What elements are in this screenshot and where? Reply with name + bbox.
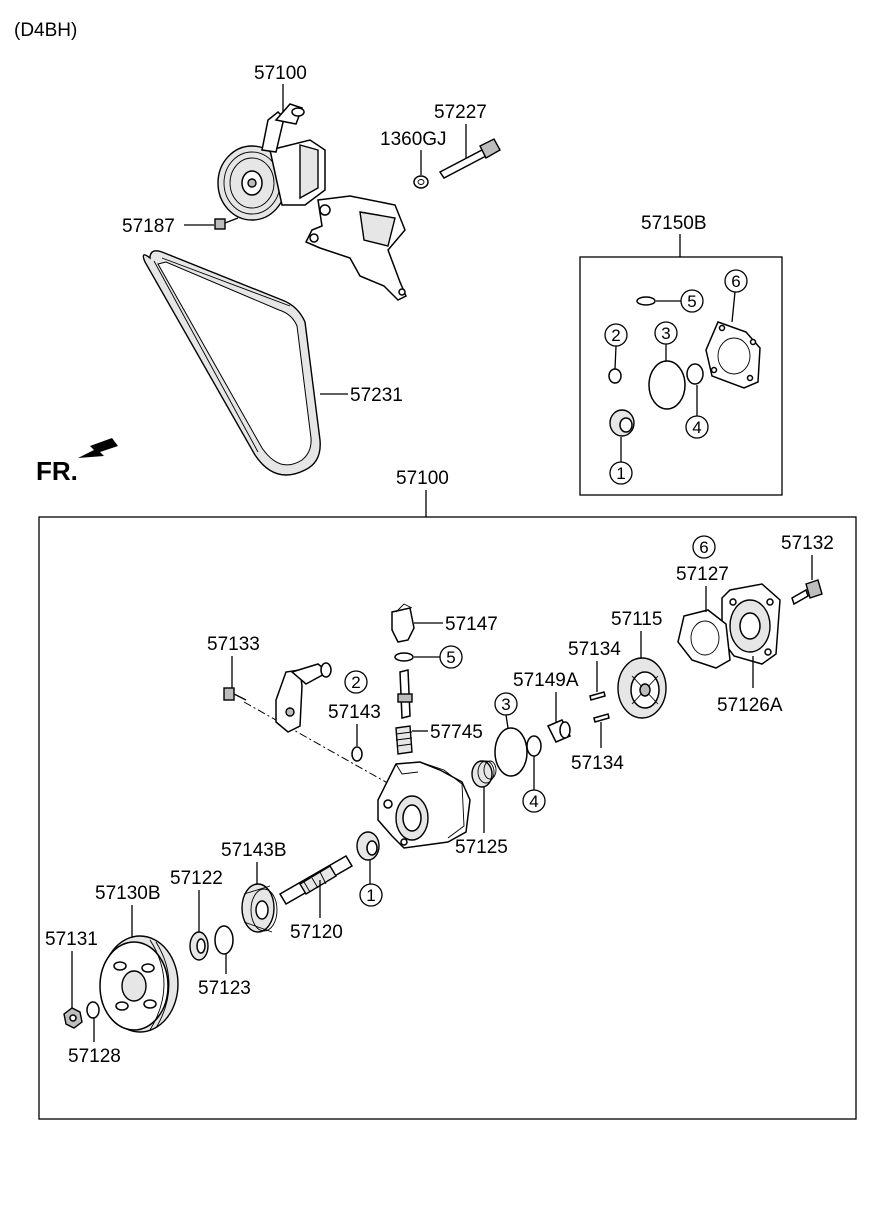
shaft-bearing: [241, 883, 278, 933]
kit-callout-6: [724, 269, 748, 293]
callout-4-lower: [522, 789, 546, 813]
o-ring-5: [394, 652, 414, 662]
label-57147: 57147: [445, 614, 498, 635]
front-label: FR.: [36, 456, 78, 486]
label-57133: 57133: [207, 634, 260, 655]
label-57187: 57187: [122, 216, 175, 237]
power-steering-pump-assembly: [217, 103, 326, 221]
axis-line: [243, 701, 401, 791]
lower-title-57100: 57100: [396, 468, 449, 489]
pump-housing: [377, 761, 471, 849]
kit-callout-5: [680, 289, 704, 313]
valve-spring: [395, 725, 413, 755]
label-57130B: 57130B: [95, 883, 161, 904]
svg-text:2: 2: [611, 326, 620, 345]
svg-text:6: 6: [699, 538, 708, 557]
kit-callout-4: [685, 415, 709, 439]
o-ring-large: [494, 727, 528, 777]
svg-text:1: 1: [366, 886, 375, 905]
svg-text:5: 5: [446, 648, 455, 667]
svg-text:3: 3: [661, 324, 670, 343]
exploded-view-box: [38, 516, 857, 1120]
oil-seal: [356, 831, 380, 861]
label-57122: 57122: [170, 868, 223, 889]
outlet-connector: [391, 603, 415, 643]
label-57100-upper: 57100: [254, 63, 307, 84]
svg-text:3: 3: [501, 695, 510, 714]
o-ring-57143: [351, 746, 363, 762]
suction-pipe: [275, 662, 332, 733]
callout-5-lower: [439, 645, 463, 669]
pump-cartridge: [617, 657, 667, 719]
engine-code-label: (D4BH): [14, 20, 77, 41]
label-57227: 57227: [434, 102, 487, 123]
label-57120: 57120: [290, 922, 343, 943]
kit-callout-2: [604, 323, 628, 347]
shaft-seal-57122: [189, 931, 209, 961]
pulley-washer: [86, 1001, 100, 1019]
label-57143B: 57143B: [221, 840, 287, 861]
label-57745: 57745: [430, 722, 483, 743]
svg-text:6: 6: [731, 272, 740, 291]
svg-text:4: 4: [692, 418, 701, 437]
rear-cover-bolt: [791, 579, 823, 606]
svg-text:5: 5: [687, 292, 696, 311]
pulley-bolt-part: [214, 217, 239, 230]
label-57149A: 57149A: [513, 670, 579, 691]
suction-pipe-bolt: [223, 687, 247, 701]
dowel-pins: [589, 691, 610, 723]
label-57143: 57143: [328, 702, 381, 723]
label-57126A: 57126A: [717, 695, 783, 716]
svg-text:1: 1: [616, 464, 625, 483]
pump-pulley: [99, 935, 179, 1033]
kit-parts: [608, 296, 761, 437]
label-57115: 57115: [611, 609, 662, 630]
label-57134-upper: 57134: [568, 639, 621, 660]
kit-callout-1: [609, 461, 633, 485]
label-57131: 57131: [45, 929, 98, 950]
label-57134-lower: 57134: [571, 753, 624, 774]
label-57123: 57123: [198, 978, 251, 999]
washer-part: [413, 175, 429, 189]
callout-1-lower: [359, 883, 383, 907]
label-57132: 57132: [781, 533, 834, 554]
pulley-nut: [63, 1007, 83, 1029]
callout-6-lower: [692, 535, 716, 559]
svg-text:2: 2: [351, 673, 360, 692]
snap-ring-57123: [214, 925, 234, 955]
kit-callout-3: [654, 321, 678, 345]
kit-title-57150B: 57150B: [641, 213, 707, 234]
seal-kit-box: [579, 256, 783, 496]
drive-shaft: [278, 854, 354, 906]
rear-gasket: [677, 609, 731, 669]
label-57128: 57128: [68, 1046, 121, 1067]
label-57231: 57231: [350, 385, 403, 406]
svg-text:4: 4: [529, 792, 538, 811]
callout-2-lower: [344, 670, 368, 694]
long-bolt-part: [438, 138, 501, 179]
label-57125: 57125: [455, 837, 508, 858]
flow-control-valve: [397, 669, 413, 719]
drive-belt: [142, 250, 321, 476]
o-ring-small: [526, 735, 542, 757]
mounting-bracket: [304, 195, 407, 301]
label-57127: 57127: [676, 564, 729, 585]
front-direction-indicator: [78, 438, 118, 458]
bushing: [546, 719, 572, 743]
spring: [471, 760, 497, 788]
label-1360GJ: 1360GJ: [380, 129, 447, 150]
rear-cover: [721, 583, 781, 665]
